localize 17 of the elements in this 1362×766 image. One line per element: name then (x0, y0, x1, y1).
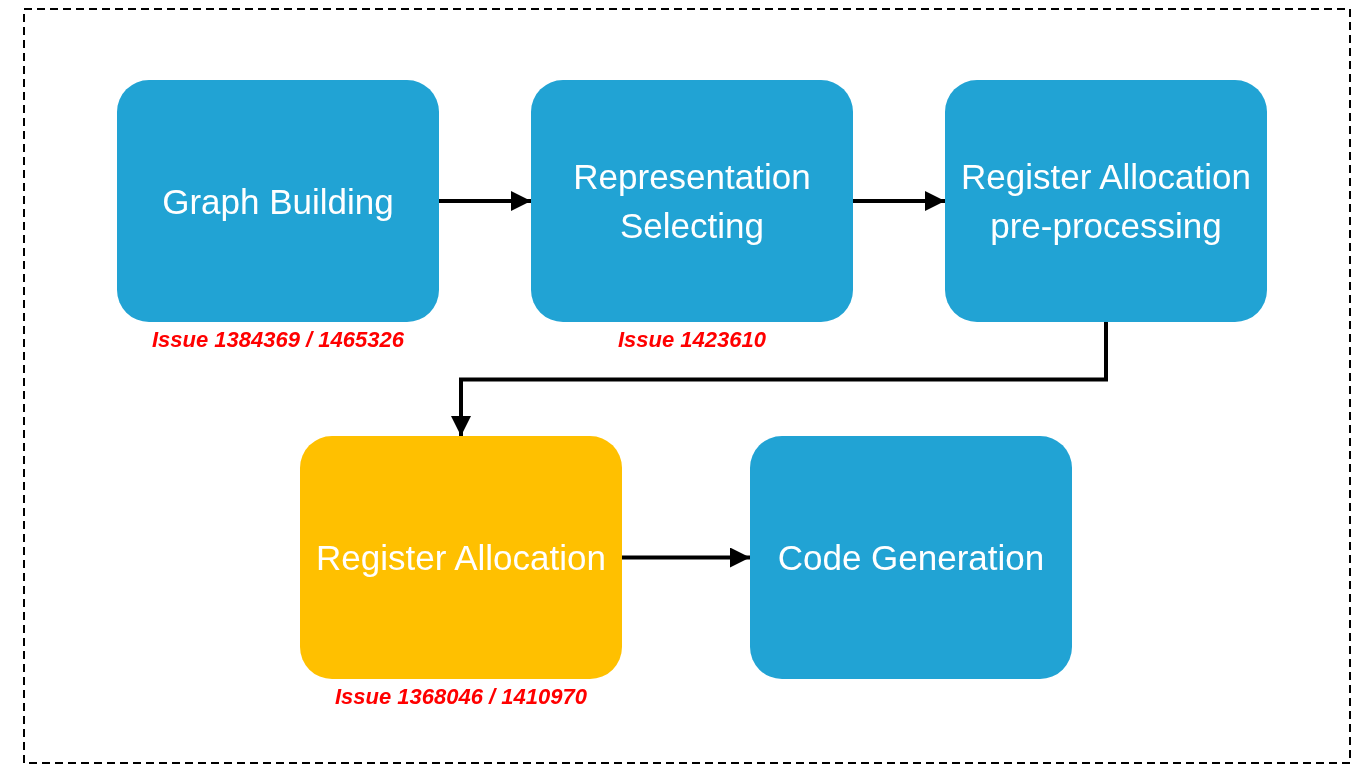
process-box (117, 80, 439, 322)
box-label: Register Allocation pre-processing (960, 156, 1252, 247)
arrow (439, 191, 531, 211)
box-label: Register Allocation (316, 537, 606, 579)
box-label: Representation Selecting (572, 156, 812, 247)
arrow (853, 191, 945, 211)
issue-note: Issue 1423610 (618, 327, 766, 353)
issue-note: Issue 1384369 / 1465326 (152, 327, 404, 353)
box-label: Code Generation (777, 537, 1045, 579)
box-label: Graph Building (162, 180, 394, 223)
process-box (945, 80, 1267, 322)
arrow (451, 322, 1108, 436)
arrow (622, 547, 750, 568)
process-box (300, 436, 622, 679)
issue-note: Issue 1368046 / 1410970 (335, 684, 587, 710)
process-box (531, 80, 853, 322)
process-box (750, 436, 1072, 679)
